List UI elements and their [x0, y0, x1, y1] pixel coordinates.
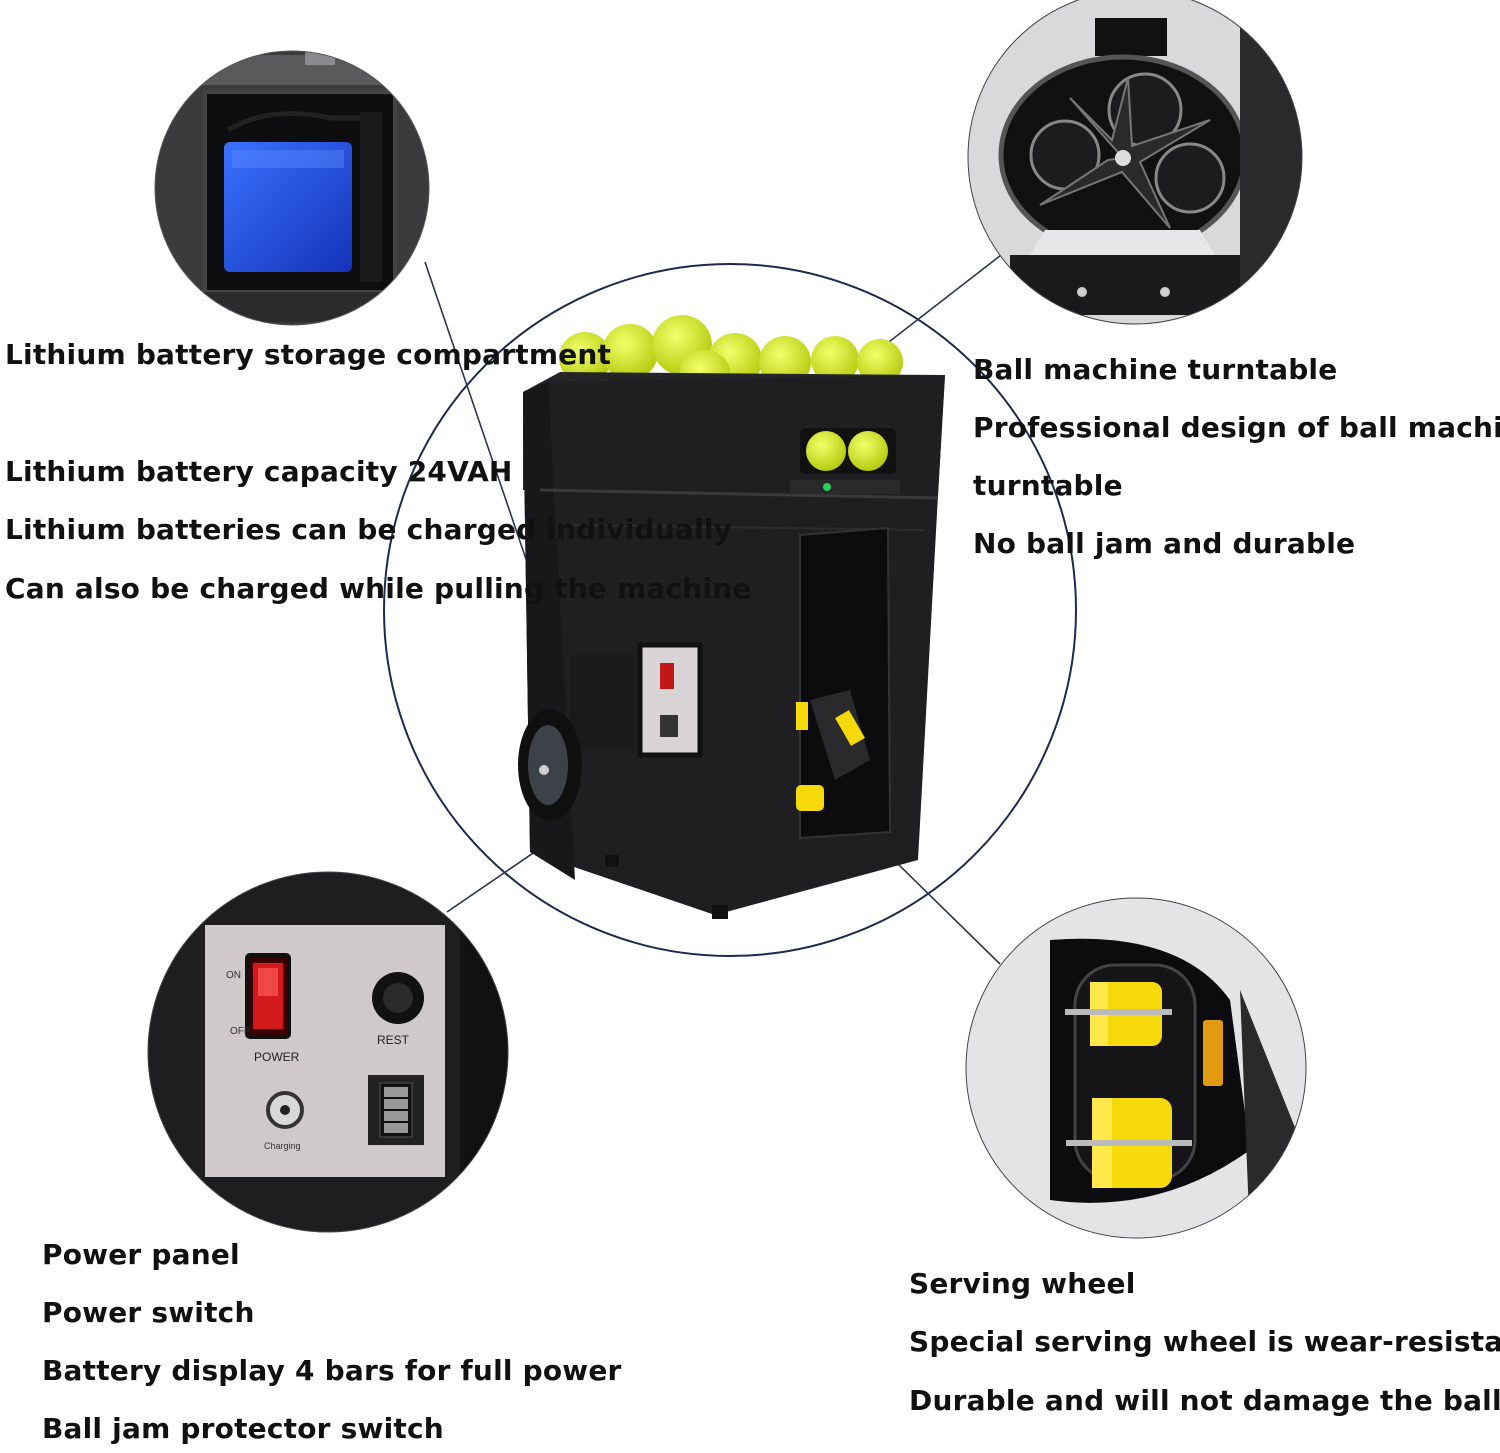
leader-line-turntable	[884, 251, 1006, 346]
serving-wheel-durable-text: Durable and will not damage the ball	[909, 1384, 1500, 1417]
battery-capacity-text: Lithium battery capacity 24VAH	[5, 455, 513, 488]
power-panel-icon: ON OFF POWER REST Charging	[148, 872, 508, 1232]
machine-highlight-ring	[383, 263, 1077, 957]
turntable-design-text-cont: turntable	[973, 469, 1123, 502]
battery-pull-charge-text: Can also be charged while pulling the ma…	[5, 572, 752, 605]
panel-off-text: OFF	[230, 1026, 250, 1037]
turntable-durable-text: No ball jam and durable	[973, 527, 1356, 560]
panel-rest-text: REST	[377, 1033, 410, 1047]
panel-charging-text: Charging	[264, 1141, 301, 1151]
battery-individual-charge-text: Lithium batteries can be charged individ…	[5, 513, 733, 546]
ball-jam-switch-text: Ball jam protector switch	[42, 1412, 444, 1445]
serving-wheel-icon	[966, 898, 1306, 1238]
battery-pack-icon	[155, 51, 429, 325]
turntable-icon	[968, 0, 1302, 324]
battery-display-text: Battery display 4 bars for full power	[42, 1354, 622, 1387]
power-panel-title: Power panel	[42, 1238, 240, 1271]
turntable-title: Ball machine turntable	[973, 353, 1338, 386]
ball-machine-icon	[518, 315, 945, 919]
serving-wheel-wear-text: Special serving wheel is wear-resistant	[909, 1325, 1500, 1358]
turntable-design-text: Professional design of ball machine	[973, 411, 1500, 444]
serving-wheel-title: Serving wheel	[909, 1267, 1136, 1300]
panel-on-text: ON	[226, 970, 241, 981]
battery-title: Lithium battery storage compartment	[5, 338, 612, 371]
panel-power-text: POWER	[254, 1050, 300, 1064]
power-switch-text: Power switch	[42, 1296, 255, 1329]
leader-line-battery	[424, 261, 546, 616]
